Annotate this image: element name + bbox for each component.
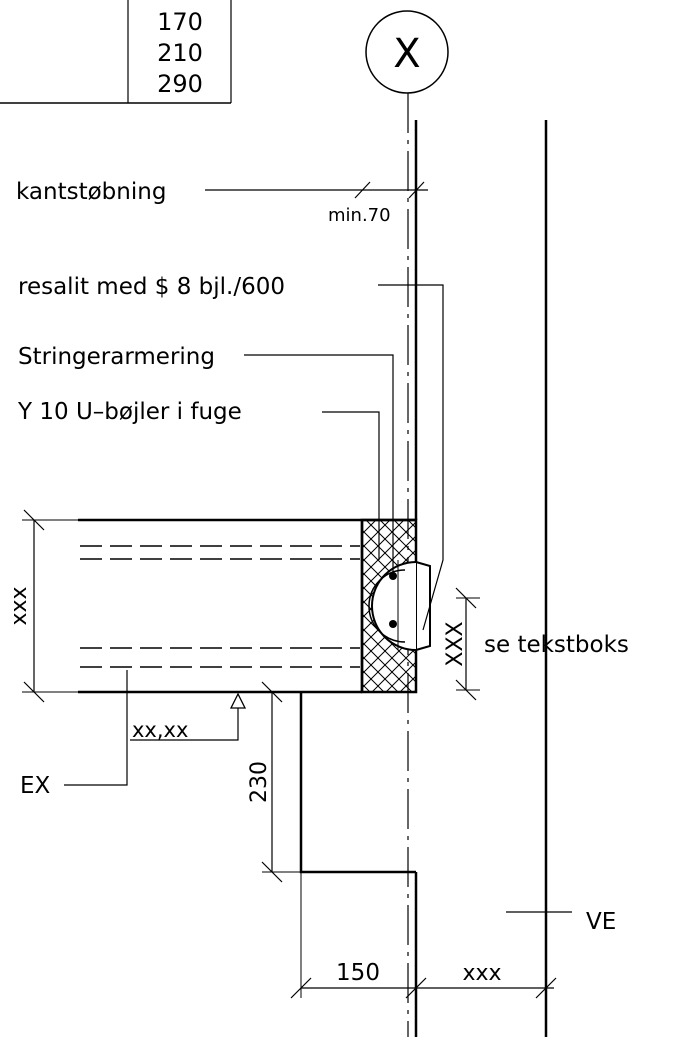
label-resalit-group: resalit med $ 8 bjl./600 xyxy=(18,274,444,631)
dimension-bottom: 150 xxx xyxy=(290,872,557,999)
label-resalit: resalit med $ 8 bjl./600 xyxy=(18,274,285,300)
label-ve: VE xyxy=(586,909,616,935)
joint-hatch xyxy=(360,518,431,694)
table-value-2: 210 xyxy=(157,39,203,67)
label-ex-group: EX xyxy=(20,670,128,799)
dimension-150-label: 150 xyxy=(336,960,380,986)
label-min70: min.70 xyxy=(328,205,391,226)
label-kantstobning: kantstøbning xyxy=(16,179,166,205)
dimension-table: 170 210 290 xyxy=(0,0,232,104)
label-ve-group: VE xyxy=(506,909,616,935)
level-mark: xx,xx xyxy=(130,692,247,742)
grid-axis-label: X xyxy=(393,31,420,77)
dimension-recess-label: XXX xyxy=(443,621,468,666)
label-ubojler: Y 10 U–bøjler i fuge xyxy=(17,399,242,425)
label-ex: EX xyxy=(20,773,51,799)
dimension-step-label: 230 xyxy=(247,761,272,803)
label-stringer: Stringerarmering xyxy=(18,344,215,370)
label-kantstobning-group: kantstøbning min.70 xyxy=(16,179,428,226)
label-se-tekstboks: se tekstboks xyxy=(484,632,629,658)
dimension-left-height: xxx xyxy=(7,509,78,703)
label-ubojler-group: Y 10 U–bøjler i fuge xyxy=(17,399,380,560)
dimension-left-height-label: xxx xyxy=(7,586,32,625)
grid-axis-marker: X xyxy=(365,10,449,94)
table-value-3: 290 xyxy=(157,70,203,98)
lower-wall xyxy=(299,692,416,874)
label-level: xx,xx xyxy=(132,718,188,742)
dimension-right-gap-label: xxx xyxy=(462,961,501,986)
label-stringer-group: Stringerarmering xyxy=(18,344,394,576)
dimension-step: 230 xyxy=(247,681,301,883)
dimension-recess: XXX se tekstboks xyxy=(443,587,629,701)
table-value-1: 170 xyxy=(157,8,203,36)
